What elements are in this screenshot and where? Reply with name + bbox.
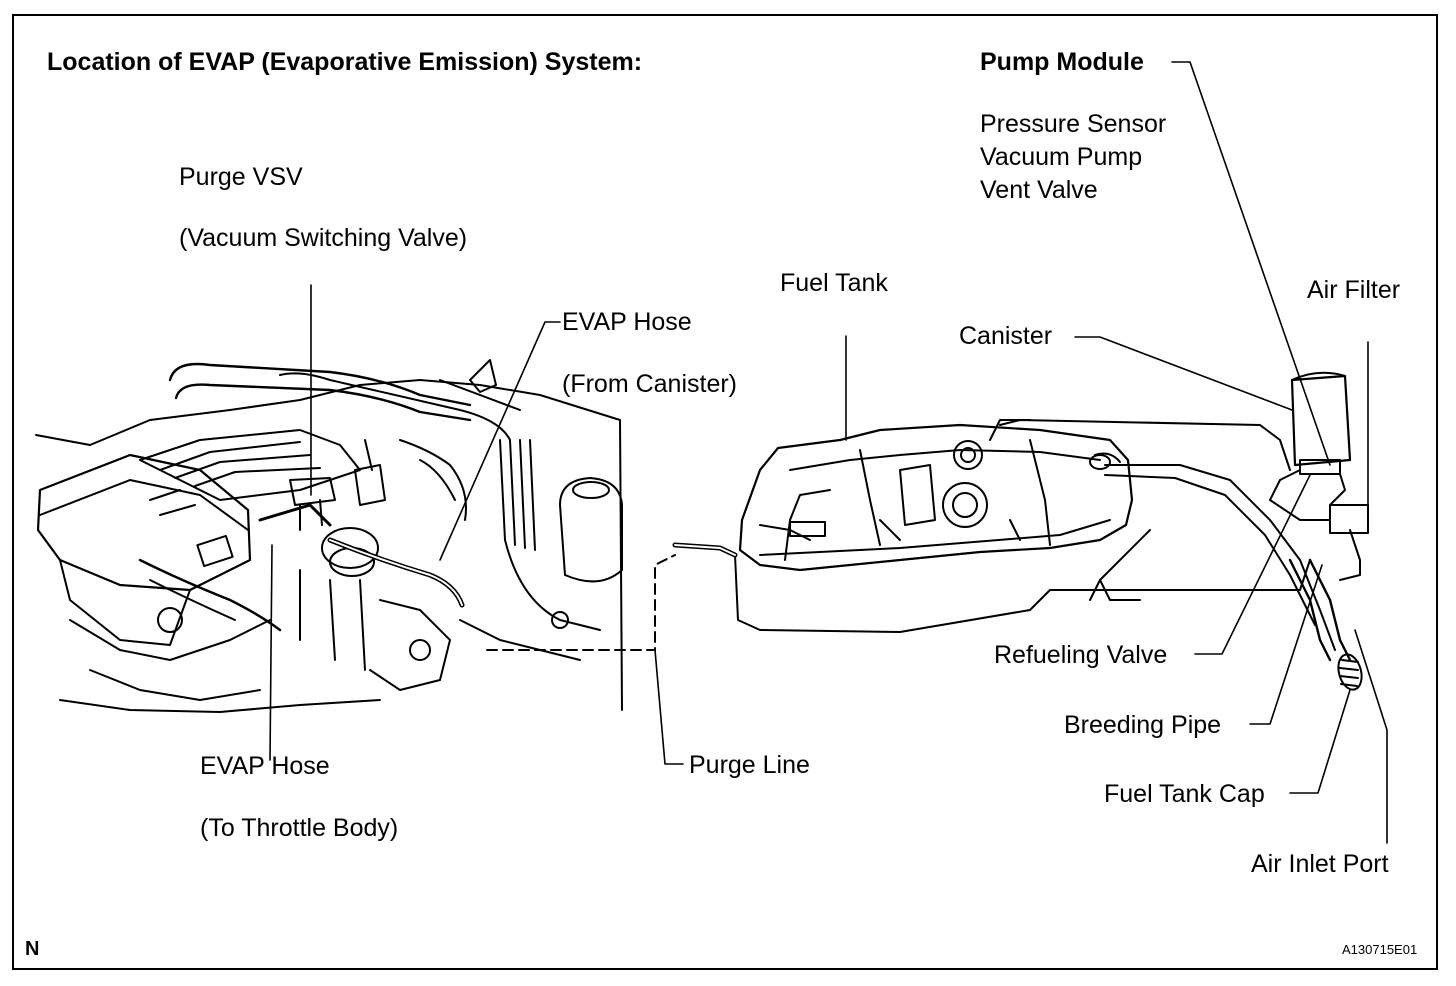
label-fuel-tank-cap: Fuel Tank Cap bbox=[1104, 780, 1265, 808]
leader-lines bbox=[269, 61, 1388, 844]
label-evap-hose-canister-sub: (From Canister) bbox=[562, 370, 738, 398]
canister-drawing bbox=[1269, 371, 1369, 691]
label-evap-hose-throttle: EVAP Hose bbox=[200, 752, 330, 780]
leader-pump-module bbox=[1171, 61, 1331, 466]
leader-evap-hose-canister bbox=[439, 321, 561, 561]
label-air-inlet-port: Air Inlet Port bbox=[1251, 850, 1389, 878]
figure-code: A130715E01 bbox=[1342, 942, 1418, 957]
diagram-frame bbox=[12, 14, 1438, 970]
diagram-title: Location of EVAP (Evaporative Emission) … bbox=[47, 48, 643, 76]
leader-canister bbox=[1074, 336, 1293, 411]
corner-mark: N bbox=[25, 938, 40, 960]
engine-bay-drawing bbox=[35, 359, 623, 713]
label-purge-vsv: Purge VSV bbox=[179, 163, 303, 191]
label-breeding-pipe: Breeding Pipe bbox=[1064, 711, 1222, 739]
label-vent-valve: Vent Valve bbox=[980, 176, 1098, 204]
label-canister: Canister bbox=[959, 322, 1053, 350]
label-fuel-tank: Fuel Tank bbox=[780, 269, 888, 297]
purge-line-dashed bbox=[486, 554, 676, 651]
label-evap-hose-canister: EVAP Hose bbox=[562, 308, 692, 336]
label-purge-vsv-sub: (Vacuum Switching Valve) bbox=[179, 224, 468, 252]
label-vacuum-pump: Vacuum Pump bbox=[980, 143, 1143, 171]
label-purge-line: Purge Line bbox=[689, 751, 810, 779]
leader-fuel-tank-cap bbox=[1289, 689, 1351, 794]
label-pump-module: Pump Module bbox=[980, 48, 1144, 76]
pump-components-list: Pressure Sensor Vacuum Pump Vent Valve bbox=[980, 108, 1166, 207]
label-air-filter: Air Filter bbox=[1307, 276, 1401, 304]
leader-air-inlet-port bbox=[1354, 629, 1388, 844]
fuel-tank-drawing bbox=[672, 419, 1336, 651]
leader-breeding-pipe bbox=[1249, 564, 1323, 725]
label-refueling-valve: Refueling Valve bbox=[994, 641, 1168, 669]
label-pressure-sensor: Pressure Sensor bbox=[980, 110, 1167, 138]
label-evap-hose-throttle-sub: (To Throttle Body) bbox=[200, 814, 399, 842]
leader-refueling-valve bbox=[1194, 474, 1311, 655]
leader-purge-line bbox=[654, 649, 684, 765]
leader-evap-hose-throttle bbox=[269, 544, 273, 761]
